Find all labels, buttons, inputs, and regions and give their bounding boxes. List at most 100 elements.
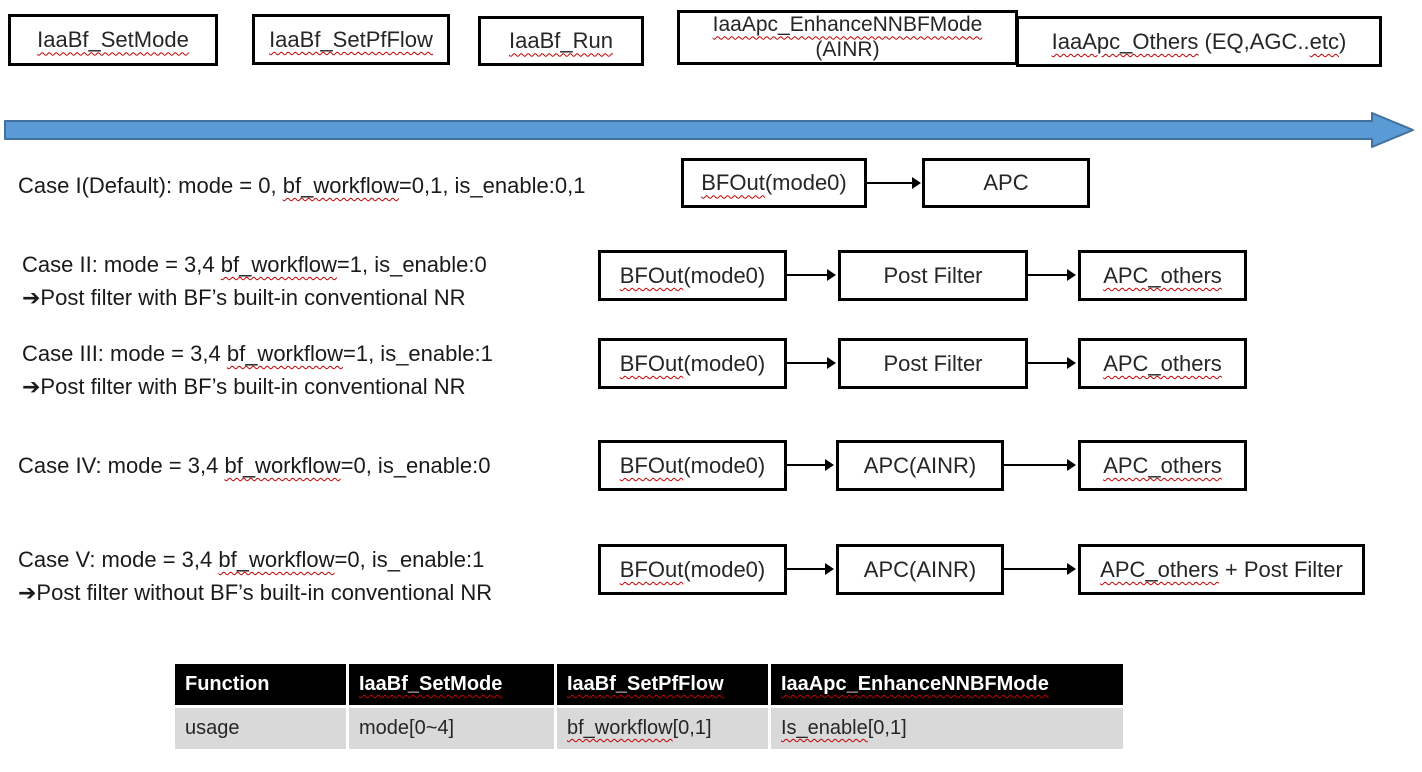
label-part: BFOut	[701, 170, 765, 196]
label-part: BFOut	[619, 556, 684, 582]
box-label: BFOut(mode0)	[701, 170, 847, 195]
label-part: Case V: mode = 3,4	[18, 547, 219, 572]
label-part: bf_workflow	[567, 717, 673, 739]
timeline-arrow	[4, 112, 1414, 148]
cell-text: Is_enable[0,1]	[781, 717, 907, 740]
case3-label-line1: Case III: mode = 3,4 bf_workflow=1, is_e…	[22, 337, 493, 370]
case3-arrow-2	[1028, 357, 1076, 369]
case3-label: Case III: mode = 3,4 bf_workflow=1, is_e…	[22, 337, 493, 403]
header-label: IaaBf_SetPfFlow	[567, 673, 724, 695]
case2-label-line1: Case II: mode = 3,4 bf_workflow=1, is_en…	[22, 248, 487, 281]
case1-label: Case I(Default): mode = 0, bf_workflow=0…	[18, 169, 585, 202]
label-part: APC_others	[1100, 556, 1219, 582]
function-box-label: IaaApc_Others (EQ,AGC..etc)	[1052, 29, 1347, 54]
table-header-iaabf-setpfflow: IaaBf_SetPfFlow	[557, 664, 768, 705]
box-label: APC_others	[1103, 452, 1222, 478]
function-box-iaabf-setmode: IaaBf_SetMode	[8, 14, 218, 66]
label-part: (mode0)	[764, 170, 847, 196]
header-label: IaaApc_EnhanceNNBFMode	[781, 673, 1049, 695]
box-label: APC_others + Post Filter	[1100, 557, 1343, 582]
label-part: Is_enable	[781, 717, 868, 739]
label-part: (mode0)	[683, 452, 766, 478]
table-cell-usage: usage	[175, 708, 346, 749]
label-part: Case IV: mode = 3,4	[18, 453, 225, 478]
label-part: bf_workflow	[218, 547, 335, 572]
case4-box-bfout: BFOut(mode0)	[598, 440, 787, 491]
label-part: =0, is_enable:1	[334, 547, 485, 572]
function-box-iaabf-setpfflow: IaaBf_SetPfFlow	[252, 14, 450, 65]
case5-label-line2: ➔Post filter without BF’s built-in conve…	[18, 580, 493, 605]
case2-label: Case II: mode = 3,4 bf_workflow=1, is_en…	[22, 248, 487, 314]
cell-text: usage	[185, 717, 240, 739]
case1-arrow-1	[867, 177, 921, 189]
case2-arrow-1	[787, 269, 836, 281]
box-label: BFOut(mode0)	[620, 557, 766, 582]
label-part: =0,1, is_enable:0,1	[398, 173, 586, 198]
label-part: bf_workflow	[220, 252, 337, 277]
case2-arrow-2	[1028, 269, 1076, 281]
case5-label: Case V: mode = 3,4 bf_workflow=0, is_ena…	[18, 543, 492, 609]
label-part: (mode0)	[683, 556, 766, 582]
header-label: IaaBf_SetMode	[359, 673, 503, 695]
timeline-arrow-shape	[4, 112, 1414, 148]
case5-arrow-1	[787, 563, 834, 575]
label-part: Case III: mode = 3,4	[22, 341, 227, 366]
case4-arrow-1	[787, 459, 834, 471]
table-cell-is-enable: Is_enable[0,1]	[771, 708, 1123, 749]
box-label: APC	[983, 170, 1029, 196]
function-box-iaaapc-others: IaaApc_Others (EQ,AGC..etc)	[1016, 16, 1382, 67]
case2-box-postfilter: Post Filter	[838, 250, 1028, 301]
function-box-iaabf-run: IaaBf_Run	[478, 16, 644, 66]
case4-box-apcainr: APC(AINR)	[836, 440, 1004, 491]
case4-label: Case IV: mode = 3,4 bf_workflow=0, is_en…	[18, 449, 490, 482]
label-part: [0,1]	[867, 717, 907, 739]
case1-box-bfout: BFOut(mode0)	[681, 158, 867, 208]
table-cell-bf-workflow: bf_workflow[0,1]	[557, 708, 768, 749]
label-part: BFOut	[619, 452, 684, 478]
box-label: Post Filter	[883, 262, 983, 288]
label-part: etc	[1309, 28, 1340, 54]
label-part: BFOut	[619, 350, 684, 376]
label-part: IaaApc_Others	[1051, 28, 1199, 54]
case3-box-postfilter: Post Filter	[838, 338, 1028, 389]
case3-arrow-1	[787, 357, 836, 369]
label-part: bf_workflow	[226, 341, 343, 366]
label-part: )	[1339, 28, 1347, 54]
case2-box-bfout: BFOut(mode0)	[598, 250, 787, 301]
function-box-iaaapc-enhancennbfmode: IaaApc_EnhanceNNBFMode (AINR)	[677, 10, 1018, 65]
case3-label-line2: ➔Post filter with BF’s built-in conventi…	[22, 374, 466, 399]
case5-box-bfout: BFOut(mode0)	[598, 544, 787, 595]
label-part: [0,1]	[672, 717, 712, 739]
function-box-label: IaaBf_SetMode	[37, 27, 189, 53]
label-part: bf_workflow	[282, 173, 399, 198]
label-part: BFOut	[619, 262, 684, 288]
table-header-iaabf-setmode: IaaBf_SetMode	[349, 664, 554, 705]
label-part: (mode0)	[683, 262, 766, 288]
case2-label-line2: ➔Post filter with BF’s built-in conventi…	[22, 285, 466, 310]
box-label: APC_others	[1103, 262, 1222, 288]
table-header-iaaapc-enhancennbfmode: IaaApc_EnhanceNNBFMode	[771, 664, 1123, 705]
cell-text: mode[0~4]	[359, 717, 455, 739]
summary-table: Function IaaBf_SetMode IaaBf_SetPfFlow I…	[175, 664, 1123, 749]
label-part: + Post Filter	[1218, 556, 1343, 582]
case3-box-apcothers: APC_others	[1078, 338, 1247, 389]
box-label: BFOut(mode0)	[620, 351, 766, 376]
function-box-label-line1: IaaApc_EnhanceNNBFMode	[712, 13, 983, 37]
case3-box-bfout: BFOut(mode0)	[598, 338, 787, 389]
case5-label-line1: Case V: mode = 3,4 bf_workflow=0, is_ena…	[18, 543, 492, 576]
box-label: APC(AINR)	[863, 556, 977, 582]
label-part: =1, is_enable:1	[343, 341, 493, 366]
case5-box-apcothers-postfilter: APC_others + Post Filter	[1078, 544, 1365, 595]
case4-arrow-2	[1004, 459, 1076, 471]
label-part: bf_workflow	[224, 453, 341, 478]
cell-text: bf_workflow[0,1]	[567, 717, 712, 740]
table-cell-mode-range: mode[0~4]	[349, 708, 554, 749]
label-part: =1, is_enable:0	[336, 252, 487, 277]
box-label: Post Filter	[883, 350, 983, 376]
header-label: Function	[185, 673, 270, 695]
case5-arrow-2	[1004, 563, 1076, 575]
box-label: BFOut(mode0)	[620, 263, 766, 288]
case5-box-apcainr: APC(AINR)	[836, 544, 1004, 595]
table-header-function: Function	[175, 664, 346, 705]
